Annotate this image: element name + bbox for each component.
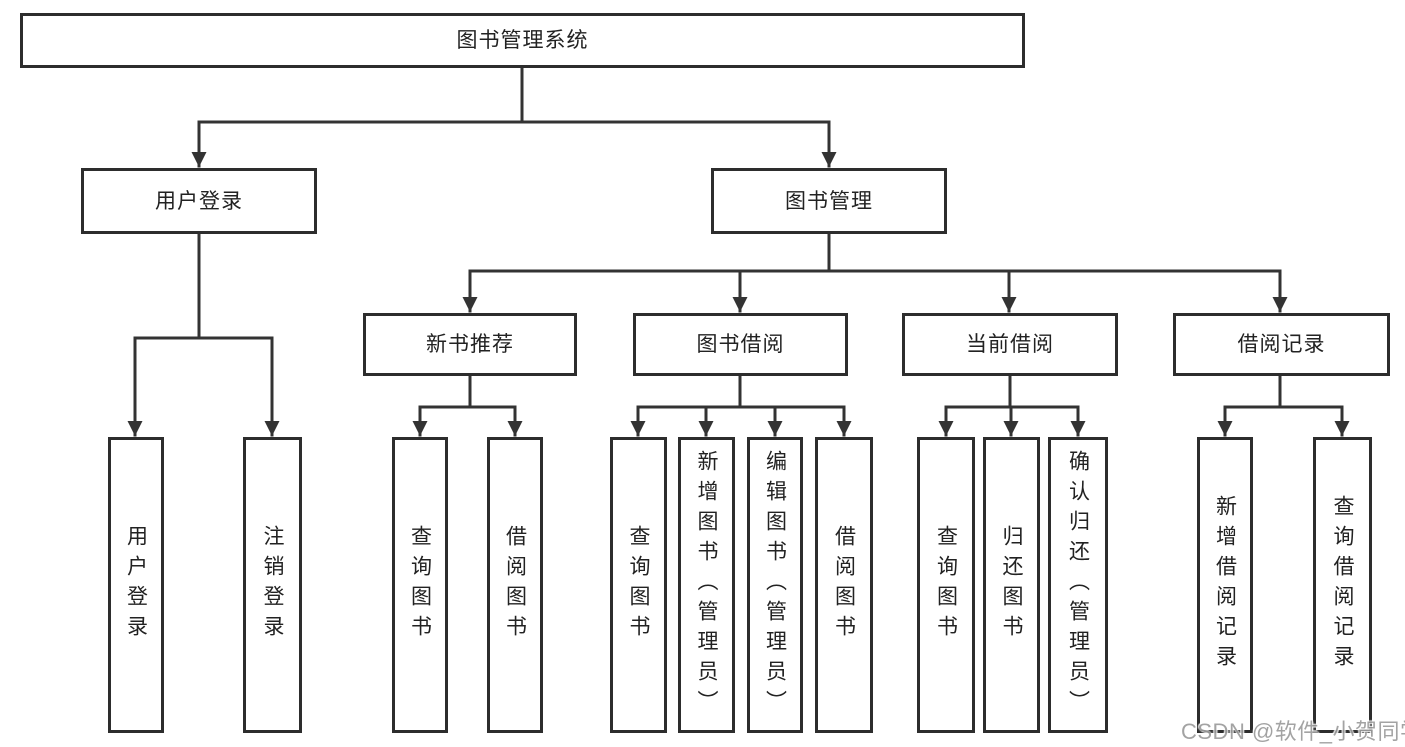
leaf-bb-query-books: 查询图书	[610, 437, 667, 733]
leaf-cb-confirm-return-admin: 确认归还（管理员）	[1048, 437, 1108, 733]
node-new-book-recommend: 新书推荐	[363, 313, 577, 376]
leaf-bb-add-books-admin: 新增图书（管理员）	[678, 437, 735, 733]
leaf-logout: 注销登录	[243, 437, 302, 733]
node-book-borrow: 图书借阅	[633, 313, 848, 376]
leaf-cb-query-books: 查询图书	[917, 437, 975, 733]
node-book-management: 图书管理	[711, 168, 947, 234]
leaf-user-login: 用户登录	[108, 437, 164, 733]
leaf-br-query-record: 查询借阅记录	[1313, 437, 1372, 733]
node-borrow-records: 借阅记录	[1173, 313, 1390, 376]
leaf-bb-borrow-books: 借阅图书	[815, 437, 873, 733]
node-root: 图书管理系统	[20, 13, 1025, 68]
leaf-cb-return-books: 归还图书	[983, 437, 1040, 733]
leaf-nbr-query-books: 查询图书	[392, 437, 448, 733]
leaf-bb-edit-books-admin: 编辑图书（管理员）	[747, 437, 803, 733]
leaf-nbr-borrow-books: 借阅图书	[487, 437, 543, 733]
node-user-login: 用户登录	[81, 168, 317, 234]
csdn-watermark: CSDN @软件_小贺同学	[1181, 719, 1405, 744]
leaf-br-add-record: 新增借阅记录	[1197, 437, 1253, 733]
node-current-borrow: 当前借阅	[902, 313, 1118, 376]
